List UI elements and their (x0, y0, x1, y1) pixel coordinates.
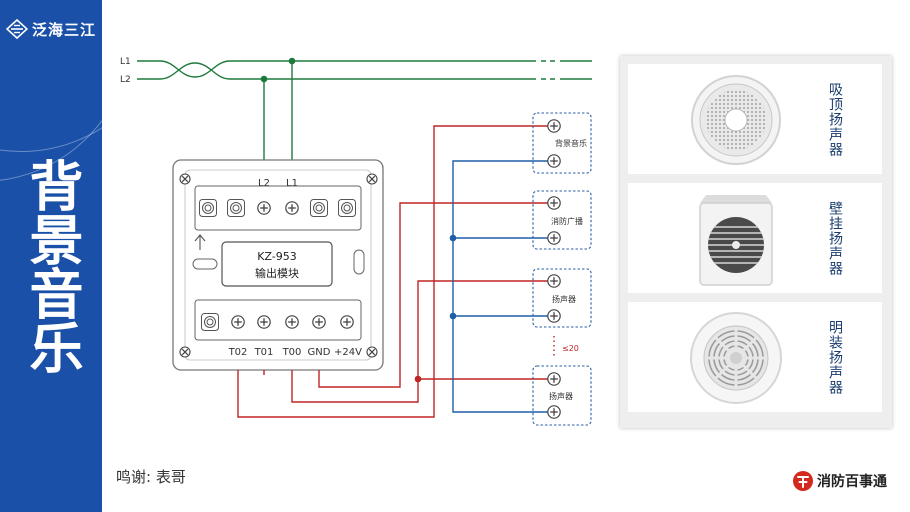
speaker-card-ceiling: 吸顶扬声器 (628, 64, 882, 174)
footer-brand-name: 消防百事通 (817, 474, 887, 490)
terminal-label-gnd: GND (308, 347, 331, 358)
wire-t00 (291, 280, 554, 403)
terminal-label-24v: +24V (334, 347, 362, 358)
brand-name: 泛海三江 (32, 20, 97, 39)
brand: 泛海三江 (6, 18, 96, 40)
footer-brand: 消防百事通 (792, 470, 887, 492)
ceiling-speaker-icon (691, 75, 781, 165)
output-box-speaker-last: 扬声器 (532, 365, 592, 426)
output-label: 消防广播 (551, 216, 583, 226)
terminal-label-l2: L2 (258, 178, 270, 189)
up-arrow-icon (194, 234, 206, 250)
terminal-label-l1: L1 (286, 178, 298, 189)
bus-line-l2 (137, 62, 592, 80)
credit-text: 鸣谢: 表哥 (116, 468, 186, 486)
speaker-card-wall: 壁挂扬声器 (628, 183, 882, 293)
wiring-diagram: L1 L2 L2 L1 (120, 57, 592, 426)
brand-logo-icon (6, 18, 28, 40)
wire-gnd (318, 202, 554, 388)
bus-line-l1 (137, 60, 592, 78)
speaker-name: 明装扬声器 (827, 319, 843, 395)
wire-return (449, 160, 554, 413)
output-box-fire-broadcast: 消防广播 (532, 190, 592, 250)
module-function: 输出模块 (255, 266, 299, 280)
terminal-label-t02: T02 (228, 347, 248, 358)
wire-t02 (237, 125, 554, 418)
fire-brand-logo-icon (793, 471, 813, 491)
line-label-l2: L2 (120, 75, 131, 85)
wall-speaker-icon (699, 195, 773, 286)
speaker-name: 壁挂扬声器 (827, 200, 843, 276)
output-box-speaker: 扬声器 (532, 268, 592, 328)
module-model: KZ-953 (257, 250, 297, 263)
terminal-label-t00: T00 (282, 347, 302, 358)
line-label-l1: L1 (120, 57, 131, 67)
speaker-card-surface: 明装扬声器 (628, 302, 882, 412)
output-module: L2 L1 KZ-953 输出模块 T02 T01 T00 GND +24V (172, 159, 384, 371)
output-label: 扬声器 (549, 391, 573, 401)
output-box-background-music: 背景音乐 (532, 112, 592, 174)
output-label: 扬声器 (552, 294, 576, 304)
speaker-panel: 吸顶扬声器 壁挂扬声器 (620, 56, 892, 428)
speaker-name: 吸顶扬声器 (827, 81, 843, 157)
sidebar: 泛海三江 背景音乐 (0, 0, 102, 512)
surface-speaker-icon (690, 312, 782, 404)
speaker-limit-note: ≤20 (562, 344, 579, 353)
output-label: 背景音乐 (555, 138, 587, 148)
page-title: 背景音乐 (20, 158, 83, 374)
terminal-label-t01: T01 (254, 347, 274, 358)
